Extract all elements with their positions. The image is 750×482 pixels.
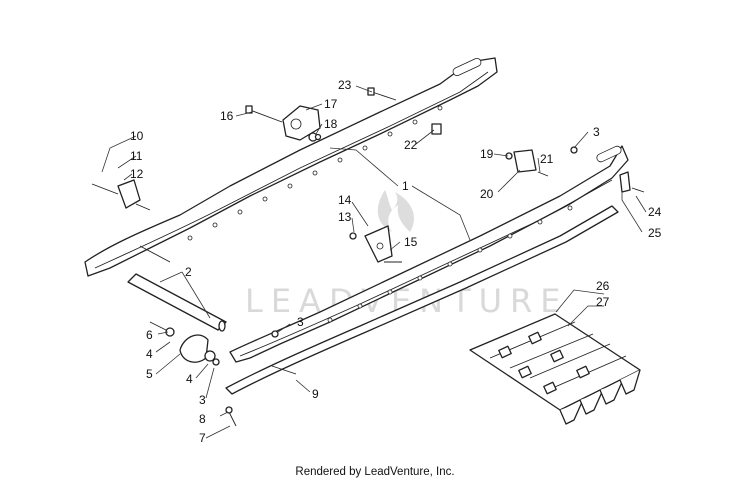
callout-12: 12: [130, 167, 144, 181]
callout-8: 8: [199, 412, 206, 426]
callout-11: 11: [130, 149, 143, 163]
callout-3-top: 3: [593, 125, 600, 139]
bolt-23: [367, 87, 397, 101]
callout-22: 22: [404, 138, 418, 152]
callout-1: 1: [402, 179, 409, 193]
bolt-16: [245, 105, 283, 123]
callout-4-left: 4: [146, 347, 153, 361]
lower-rail-holes: [327, 205, 573, 323]
callout-3-bottom: 3: [199, 393, 206, 407]
bushing-22: [431, 123, 442, 135]
callout-19: 19: [480, 147, 494, 161]
callout-27: 27: [596, 295, 610, 309]
callout-23: 23: [338, 78, 352, 92]
credit-line: Rendered by LeadVenture, Inc.: [295, 466, 454, 478]
callout-15: 15: [404, 235, 418, 249]
idler-wheel-assembly: [149, 321, 220, 366]
callout-24: 24: [648, 205, 662, 219]
bracket-14: [349, 225, 402, 263]
callout-13: 13: [338, 210, 352, 224]
upper-rail-holes: [187, 105, 443, 241]
callout-21: 21: [540, 152, 554, 166]
wear-strip: [225, 205, 619, 395]
callout-6: 6: [146, 328, 153, 342]
leader-lines: [101, 85, 647, 439]
callout-26: 26: [596, 279, 610, 293]
fasteners: [225, 133, 645, 427]
cross-shaft: [127, 273, 227, 332]
callout-9: 9: [312, 387, 319, 401]
bumper-assembly-left: [91, 179, 151, 211]
callout-18: 18: [324, 117, 338, 131]
callout-10: 10: [130, 129, 144, 143]
slide-rail-lower: [229, 145, 629, 363]
slide-rail-upper: [84, 57, 498, 277]
callout-16: 16: [220, 109, 234, 123]
callout-labels: 1 2 3 3 3 4 4 5 6 7 8 9 10 11 12 13 14 1…: [130, 78, 662, 445]
callout-4-right: 4: [186, 372, 193, 386]
callout-25: 25: [648, 226, 662, 240]
callout-17: 17: [324, 97, 338, 111]
callout-20: 20: [480, 187, 494, 201]
bumper-assembly-right: [505, 149, 549, 177]
track-section: [469, 313, 641, 425]
callout-14: 14: [338, 193, 352, 207]
callout-5: 5: [146, 367, 153, 381]
callout-2: 2: [185, 265, 192, 279]
bracket-17: [282, 105, 321, 142]
callout-3-middle: 3: [297, 315, 304, 329]
callout-7: 7: [199, 431, 206, 445]
